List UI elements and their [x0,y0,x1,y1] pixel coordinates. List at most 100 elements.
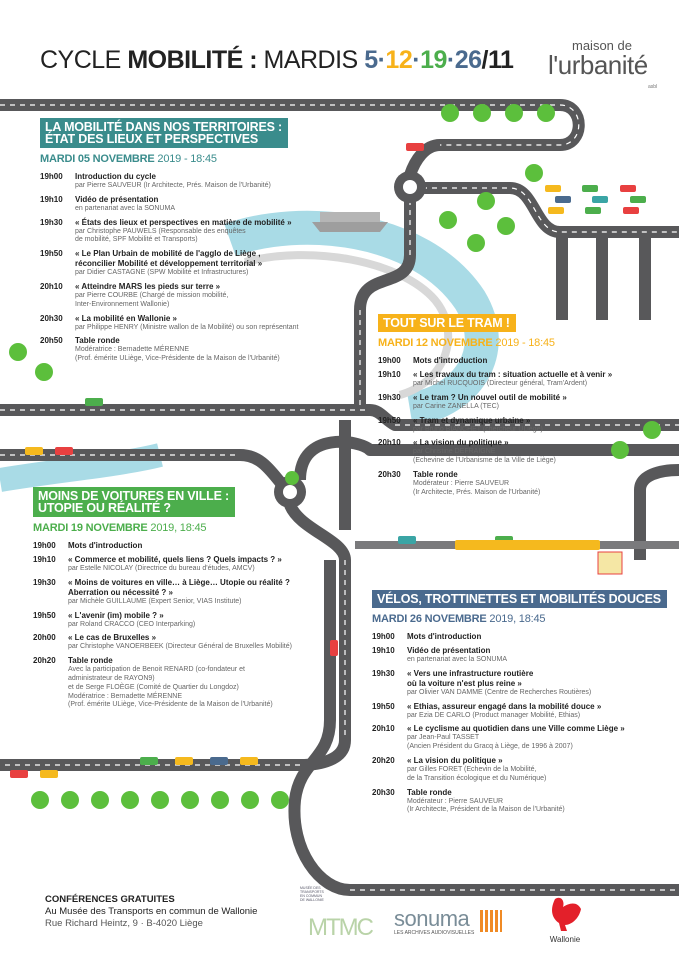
item-speaker: Modérateur : Pierre SAUVEUR [413,479,510,487]
title-cycle: CYCLE [40,46,121,74]
schedule-item: 19h30« Moins de voitures en ville… à Liè… [33,578,343,607]
boat [312,212,388,232]
item-time: 19h00 [33,541,56,550]
item-time: 19h50 [40,249,63,259]
item-time: 19h30 [40,217,63,227]
item-title: Vidéo de présentation [407,646,491,655]
item-speaker: administrateur de RAYON9) [68,674,155,682]
item-title: « Ethias, assureur engagé dans la mobili… [407,701,602,711]
item-title: « Le tram ? Un nouvel outil de mobilité … [413,392,567,402]
item-time: 19h10 [33,555,56,564]
session-date-time: 2019 - 18:45 [492,337,555,349]
item-title: « La mobilité en Wallonie » [75,313,177,323]
venue-info: CONFÉRENCES GRATUITES Au Musée des Trans… [45,894,257,930]
session-date-day: MARDI 26 NOVEMBRE [372,613,487,625]
maison-urbanite-logo: maison de l'urbanité asbl [548,14,679,108]
item-speaker: par Carine ZANELLA (TEC) [413,402,499,410]
item-time: 19h50 [372,701,395,711]
item-speaker: en partenariat avec la SONUMA [75,204,175,212]
session-date: MARDI 12 NOVEMBRE 2019 - 18:45 [378,337,638,349]
item-speaker: par Philippe HENRY (Ministre wallon de l… [75,323,299,331]
item-speaker: par Estelle NICOLAY (Directrice du burea… [68,565,255,572]
session-title-line: TOUT SUR LE TRAM ! [383,316,510,330]
item-speaker: par Michèle GUILLAUME (Expert Senior, VI… [68,597,242,605]
item-speaker: (Prof. émérite ULiège, Vice-Présidente d… [68,701,273,709]
item-speaker: Modératrice : Bernadette MÉRENNE [75,346,189,354]
item-title: « La vision du politique » [413,438,509,448]
mtmc-letters: MTMC [308,914,374,941]
session-19-november: MOINS DE VOITURES EN VILLE :UTOPIE OU RÉ… [33,487,343,714]
item-title: Mots d'introduction [407,632,482,641]
mtmc-logo: MUSÉE DES TRANSPORTS EN COMMUN DE WALLON… [300,886,374,956]
item-title: Table ronde [413,469,458,479]
item-text: « Atteindre MARS les pieds sur terre »pa… [75,282,228,310]
item-title: Introduction du cycle [75,172,156,181]
item-title: « Le Plan Urbain de mobilité de l'agglo … [75,249,261,259]
schedule-item: 20h00« Le cas de Bruxelles »par Christop… [33,633,343,652]
session-title: VÉLOS, TROTTINETTES ET MOBILITÉS DOUCES [372,590,667,608]
item-time: 19h10 [378,370,401,379]
schedule-item: 19h30 « Le tram ? Un nouvel outil de mobi… [378,393,638,412]
session-date-time: 2019 - 18:45 [154,153,217,165]
item-title: Table ronde [407,787,452,797]
item-speaker: par Pierre COURBE (Chargé de mission mob… [75,291,229,299]
item-speaker: (Ancien Président du Gracq à Liège, de 1… [407,743,573,751]
item-speaker: par Christophe VANOERBEEK (Directeur Gén… [68,643,292,651]
item-title: Mots d'introduction [68,541,143,550]
item-time: 19h30 [378,392,401,402]
item-time: 20h10 [372,724,395,734]
cars [10,143,646,778]
title-dates: 5·12·19·26/11 [364,46,514,74]
session-date-time: 2019, 18:45 [147,522,207,534]
mtmc-small-text: MUSÉE DES TRANSPORTS EN COMMUN DE WALLON… [300,886,324,902]
sonuma-wordmark: sonuma [394,906,470,931]
logo-small-text: maison de [572,38,632,53]
item-speaker: Inter-Environnement Wallonie) [75,300,170,308]
item-speaker: en partenariat avec la SONUMA [407,656,507,663]
session-12-november: TOUT SUR LE TRAM ! MARDI 12 NOVEMBRE 2019… [378,314,638,502]
title-date-part: 19 [420,46,447,74]
schedule-item: 19h50 « Ethias, assureur engagé dans la m… [372,702,672,721]
item-title: Mots d'introduction [413,356,488,365]
trees [9,104,661,809]
sonuma-logo: sonuma LES ARCHIVES AUDIOVISUELLES [394,906,502,936]
item-speaker: Modératrice : Bernadette MÉRENNE [68,692,182,700]
session-title: TOUT SUR LE TRAM ! [378,314,516,332]
tram [455,540,623,575]
item-title: « L'avenir (im) mobile ? » [68,610,164,620]
item-text: « Commerce et mobilité, quels liens ? Qu… [68,555,282,574]
item-time: 20h50 [40,336,63,346]
poster-title: CYCLE MOBILITÉ : MARDIS 5·12·19·26/11 [40,46,514,75]
item-time: 20h20 [33,656,56,666]
schedule-item: 19h30« États des lieux et perspectives e… [40,218,360,246]
session-26-november: VÉLOS, TROTTINETTES ET MOBILITÉS DOUCES M… [372,590,672,819]
item-speaker: par Jean-Paul TASSET [407,734,480,742]
item-speaker: par Christophe PAUWELS (Responsable des … [75,227,246,235]
item-speaker: par Olivier VAN DAMME (Centre de Recherc… [407,688,592,696]
schedule-item: 19h00 Mots d'introduction [33,541,343,551]
logo-asbl: asbl [648,84,658,90]
item-speaker: par Bruno BIANCHET (chercheur ULiège) [413,425,543,433]
title-mobilite: MOBILITÉ : [127,46,258,74]
session-title: LA MOBILITÉ DANS NOS TERRITOIRES :ÉTAT D… [40,118,288,148]
item-speaker: et de Serge FLOÈGE (Comité de Quartier d… [68,683,239,691]
session-date: MARDI 19 NOVEMBRE 2019, 18:45 [33,522,343,534]
logo-big-text: l'urbanité [548,50,648,80]
item-speaker: par Ezia DE CARLO (Product manager Mobil… [407,711,581,719]
item-text: Mots d'introduction [68,541,142,551]
item-speaker: Avec la participation de Benoit RENARD (… [68,666,245,674]
item-speaker: de la Transition écologique et du Numéri… [407,774,547,782]
item-title: Aberration ou nécessité ? » [68,587,173,597]
title-mardis: MARDIS [263,46,359,74]
item-title: réconcilier Mobilité et développement te… [75,259,263,269]
